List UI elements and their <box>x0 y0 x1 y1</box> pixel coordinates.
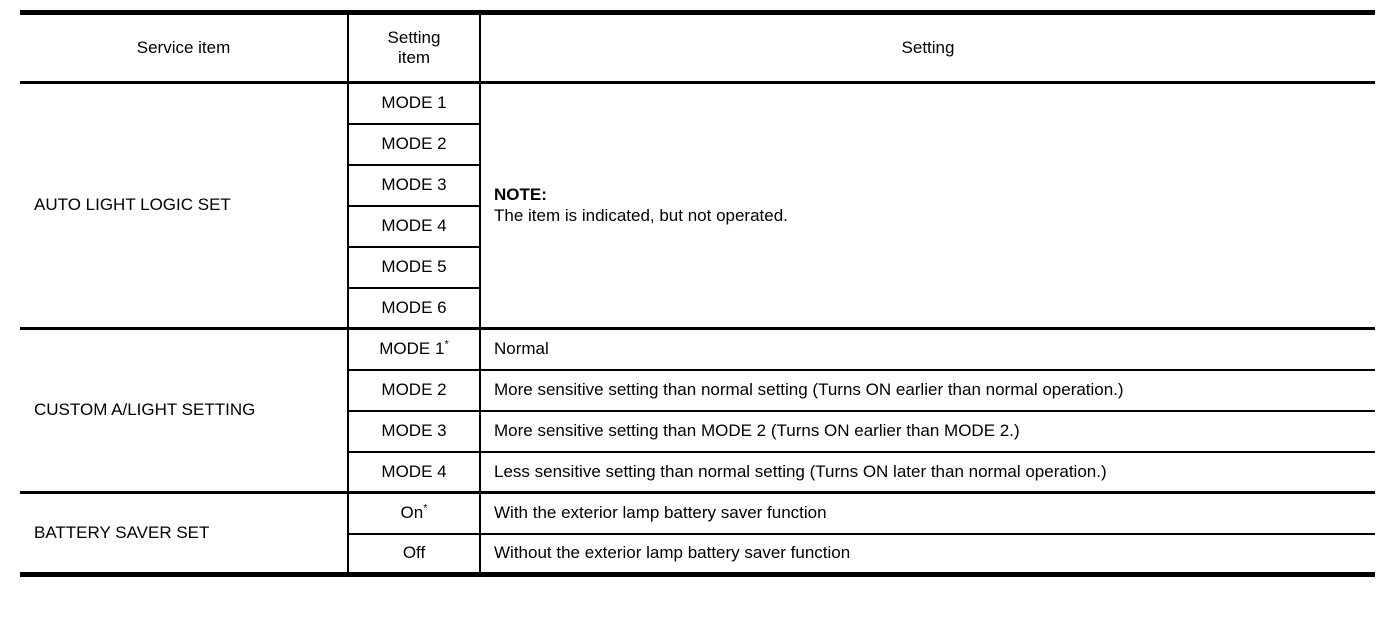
header-setting: Setting <box>479 12 1375 84</box>
table-row: MODE 2 More sensitive setting than norma… <box>20 368 1375 411</box>
service-item-cell: AUTO LIGHT LOGIC SET <box>20 81 348 329</box>
table-row: MODE 4 <box>20 204 1375 247</box>
asterisk-marker: * <box>423 502 428 515</box>
table-row: CUSTOM A/LIGHT SETTING MODE 1* Normal <box>20 327 1375 493</box>
setting-item-cell: MODE 5 <box>347 245 480 288</box>
table-row: MODE 3 <box>20 163 1375 206</box>
setting-item-cell: MODE 3 <box>347 409 480 452</box>
setting-item-cell: MODE 4 <box>347 450 480 493</box>
table-row: BATTERY SAVER SET On* With the exterior … <box>20 491 1375 575</box>
header-service-item: Service item <box>20 12 348 84</box>
setting-cell: More sensitive setting than MODE 2 (Turn… <box>479 409 1375 452</box>
setting-cell: More sensitive setting than normal setti… <box>479 368 1375 411</box>
setting-cell: With the exterior lamp battery saver fun… <box>479 491 1375 534</box>
table-row: MODE 5 <box>20 245 1375 288</box>
table-row: MODE 6 <box>20 286 1375 329</box>
setting-cell: Without the exterior lamp battery saver … <box>479 532 1375 575</box>
asterisk-marker: * <box>444 338 449 351</box>
setting-item-label: On <box>400 503 424 523</box>
setting-item-label: MODE 1 <box>379 339 445 359</box>
setting-cell: Normal <box>479 327 1375 370</box>
table-row: MODE 3 More sensitive setting than MODE … <box>20 409 1375 452</box>
table-header-row: Service item Setting item Setting <box>20 12 1375 84</box>
setting-item-cell: Off <box>347 532 480 575</box>
table-row: AUTO LIGHT LOGIC SET MODE 1 NOTE: The it… <box>20 81 1375 329</box>
header-setting-item: Setting item <box>347 12 480 84</box>
setting-item-cell: On* <box>347 491 480 534</box>
note-title: NOTE: <box>494 185 547 205</box>
settings-spec-table: Service item Setting item Setting AUTO L… <box>20 10 1375 577</box>
setting-item-cell: MODE 2 <box>347 368 480 411</box>
setting-item-cell: MODE 4 <box>347 204 480 247</box>
setting-item-cell: MODE 2 <box>347 122 480 165</box>
setting-item-cell: MODE 6 <box>347 286 480 329</box>
note-cell: NOTE: The item is indicated, but not ope… <box>479 81 1375 329</box>
service-item-cell: BATTERY SAVER SET <box>20 491 348 575</box>
table-row: MODE 4 Less sensitive setting than norma… <box>20 450 1375 493</box>
setting-item-cell: MODE 1 <box>347 81 480 124</box>
table-row: MODE 2 <box>20 122 1375 165</box>
setting-item-cell: MODE 1* <box>347 327 480 370</box>
note-body: The item is indicated, but not operated. <box>494 205 788 225</box>
setting-cell: Less sensitive setting than normal setti… <box>479 450 1375 493</box>
service-item-cell: CUSTOM A/LIGHT SETTING <box>20 327 348 493</box>
header-setting-item-label: Setting item <box>387 27 441 67</box>
table-row: Off Without the exterior lamp battery sa… <box>20 532 1375 575</box>
setting-item-cell: MODE 3 <box>347 163 480 206</box>
